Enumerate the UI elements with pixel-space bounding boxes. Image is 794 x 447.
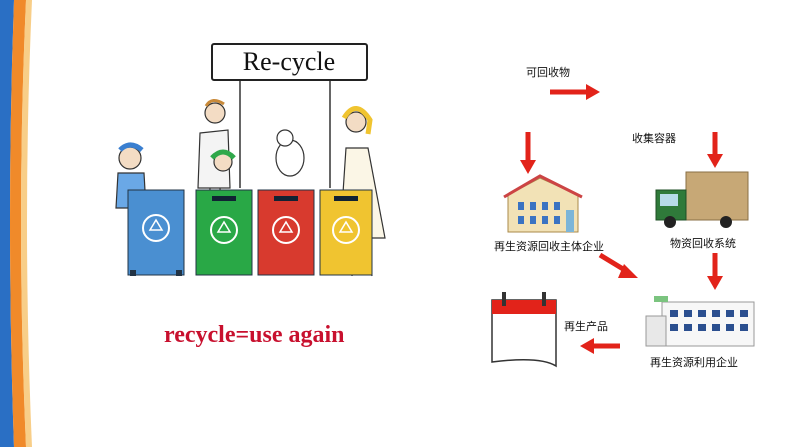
arrow-icon — [580, 338, 620, 354]
label-collection-container: 收集容器 — [632, 132, 676, 145]
recycling-illustration: Re-cycle — [115, 43, 386, 277]
building-icon — [503, 174, 583, 233]
recycling-flow-diagram: 可回收物 收集容器 再生资源回收主体企业 物资回收系统 再生产品 再生资源利用企… — [480, 50, 780, 390]
arrow-icon — [707, 253, 723, 290]
recycle-icon — [332, 216, 360, 244]
arrow-icon — [520, 132, 536, 174]
green-recycle-bin — [195, 189, 253, 276]
calendar-icon — [491, 292, 557, 368]
recycle-sign-text: Re-cycle — [243, 47, 335, 76]
yellow-recycle-bin — [319, 189, 373, 276]
left-decorative-border — [0, 0, 32, 447]
label-logistics-system: 物资回收系统 — [670, 237, 736, 250]
arrow-icon — [707, 132, 723, 168]
red-recycle-bin — [257, 189, 315, 276]
label-utilization-enterprise: 再生资源利用企业 — [650, 356, 738, 369]
recycle-icon — [272, 216, 300, 244]
truck-icon — [655, 171, 749, 228]
arrow-icon — [550, 84, 600, 100]
label-main-enterprise: 再生资源回收主体企业 — [494, 240, 604, 253]
recycle-sign — [211, 43, 368, 81]
blue-recycle-bin — [127, 189, 185, 276]
label-recyclables: 可回收物 — [526, 66, 570, 79]
recycle-icon — [142, 214, 170, 242]
arrow-icon — [598, 252, 638, 278]
factory-icon — [645, 296, 755, 347]
label-recycled-product: 再生产品 — [564, 320, 608, 333]
recycle-icon — [210, 216, 238, 244]
caption-recycle-use-again: recycle=use again — [164, 322, 345, 348]
